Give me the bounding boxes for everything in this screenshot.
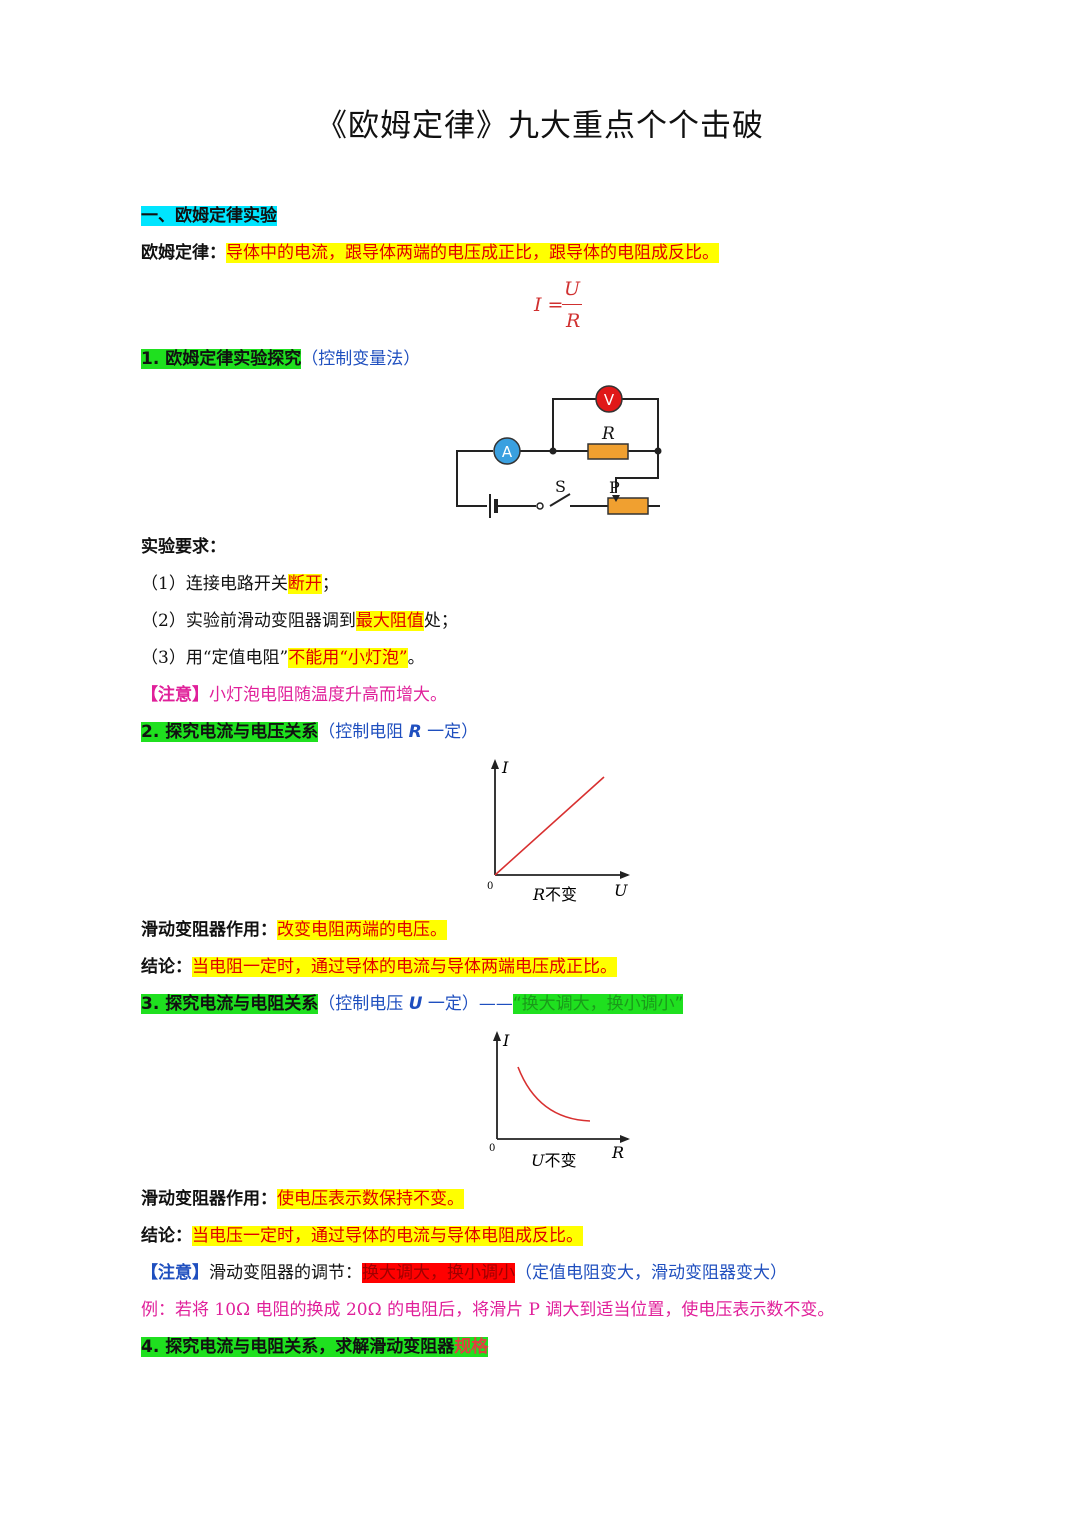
sub1-heading-row: 1. 欧姆定律实验探究（控制变量法）	[141, 346, 420, 372]
section1-heading-row: 一、欧姆定律实验	[141, 203, 277, 229]
req2-highlight: 最大阻值	[355, 611, 424, 631]
sub3-conclusion-row: 结论：当电压一定时，通过导体的电流与导体电阻成反比。	[141, 1223, 583, 1249]
sub2-cond-pre: （控制电阻	[318, 722, 409, 742]
sub1-method: （控制变量法）	[301, 349, 421, 369]
sub1-heading: 1. 欧姆定律实验探究	[141, 349, 302, 369]
switch-label: S	[555, 477, 566, 496]
switch-contact-left	[536, 502, 544, 510]
sub4-heading-highlight: 规格	[454, 1337, 489, 1357]
sub1-note-text: 小灯泡电阻随温度升高而增大。	[209, 685, 447, 705]
sub4-heading-main: 4. 探究电流与电阻关系，求解滑动变阻器	[141, 1337, 455, 1357]
sub2-cond-post: 一定）	[421, 722, 479, 742]
sub3-note-highlight: 换大调大，换小调小	[362, 1263, 515, 1283]
sub3-note-explain: （定值电阻变大，滑动变阻器变大）	[515, 1263, 787, 1283]
y-axis-label: I	[502, 1031, 510, 1050]
req1-row: （1）连接电路开关断开；	[141, 571, 339, 597]
req2-text: （2）实验前滑动变阻器调到	[141, 611, 356, 631]
y-axis-arrow	[493, 1031, 501, 1041]
slider-label: P	[609, 478, 620, 497]
sub2-role-row: 滑动变阻器作用：改变电阻两端的电压。	[141, 917, 447, 943]
ammeter	[493, 437, 521, 465]
sub3-example: 例：若将 10Ω 电阻的换成 20Ω 的电阻后，将滑片 P 调大到适当位置，使电…	[141, 1300, 835, 1320]
req2-row: （2）实验前滑动变阻器调到最大阻值处；	[141, 608, 458, 634]
req2-end: 处；	[423, 611, 458, 631]
sub3-cond-var: U	[408, 994, 423, 1014]
y-axis-label: I	[501, 758, 509, 777]
sub3-role-row: 滑动变阻器作用：使电压表示数保持不变。	[141, 1186, 464, 1212]
x-axis-arrow	[620, 1135, 630, 1143]
sub3-conclusion-label: 结论：	[141, 1226, 192, 1246]
circuit-diagram: V A R S P	[456, 385, 662, 518]
x-axis-label: U	[614, 881, 628, 900]
x-axis-arrow	[620, 871, 630, 879]
resistor-r	[587, 443, 629, 460]
sub4-heading: 4. 探究电流与电阻关系，求解滑动变阻器规格	[141, 1337, 489, 1357]
graph-i-r: I R 0 U不变	[489, 1031, 630, 1170]
sub1-note-row: 【注意】小灯泡电阻随温度升高而增大。	[141, 682, 447, 708]
sub3-slogan: “换大调大，换小调小”	[512, 994, 684, 1014]
voltmeter-label: V	[604, 391, 615, 409]
junction-right	[654, 447, 662, 455]
origin-label: 0	[487, 881, 493, 892]
req1-highlight: 断开	[287, 574, 322, 594]
sub3-role-label: 滑动变阻器作用：	[141, 1189, 277, 1209]
sub2-role-label: 滑动变阻器作用：	[141, 920, 277, 940]
ohm-law-row: 欧姆定律：导体中的电流，跟导体两端的电压成正比，跟导体的电阻成反比。	[141, 240, 719, 266]
formula-denominator: R	[566, 310, 581, 332]
y-axis-arrow	[491, 759, 499, 769]
graph-note: U不变	[531, 1151, 577, 1170]
sub2-conclusion-label: 结论：	[141, 957, 192, 977]
sub3-note-label: 【注意】	[141, 1263, 209, 1283]
sub2-conclusion-text: 当电阻一定时，通过导体的电流与导体两端电压成正比。	[192, 957, 617, 977]
ohm-law-text: 导体中的电流，跟导体两端的电压成正比，跟导体的电阻成反比。	[226, 243, 719, 263]
req3-row: （3）用“定值电阻”不能用“小灯泡”。	[141, 645, 425, 671]
slider-arrow	[612, 495, 620, 502]
sub2-conclusion-row: 结论：当电阻一定时，通过导体的电流与导体两端电压成正比。	[141, 954, 617, 980]
req3-highlight: 不能用“小灯泡”	[288, 648, 408, 668]
sub3-cond-post: 一定）——	[422, 994, 513, 1014]
sub3-note-row: 【注意】滑动变阻器的调节：换大调大，换小调小（定值电阻变大，滑动变阻器变大）	[141, 1260, 787, 1286]
graph-note: R不变	[532, 885, 577, 904]
formula-numerator: U	[564, 278, 581, 300]
x-axis-label: R	[611, 1143, 624, 1162]
sub1-note-label: 【注意】	[141, 685, 209, 705]
ohm-law-label: 欧姆定律：	[141, 243, 226, 263]
sub2-cond-var: R	[408, 722, 422, 742]
sub3-role-text: 使电压表示数保持不变。	[277, 1189, 464, 1209]
ammeter-label: A	[502, 443, 513, 461]
formula-lhs: I =	[534, 294, 564, 316]
req1-text: （1）连接电路开关	[141, 574, 288, 594]
section1-heading: 一、欧姆定律实验	[141, 206, 277, 226]
req-label: 实验要求：	[141, 537, 226, 557]
page-title: 《欧姆定律》九大重点个个击破	[316, 108, 764, 144]
graph-i-u: I U 0 R不变	[487, 758, 630, 904]
origin-label: 0	[489, 1143, 495, 1154]
sub2-heading-row: 2. 探究电流与电压关系（控制电阻 R 一定）	[141, 719, 478, 745]
sub3-conclusion-text: 当电压一定时，通过导体的电流与导体电阻成反比。	[192, 1226, 583, 1246]
linear-curve	[494, 776, 605, 876]
sub3-note-text: 滑动变阻器的调节：	[209, 1263, 362, 1283]
junction-left	[549, 447, 557, 455]
sub3-heading-row: 3. 探究电流与电阻关系（控制电压 U 一定）——“换大调大，换小调小”	[141, 991, 684, 1017]
rheostat	[607, 497, 649, 515]
sub3-cond-pre: （控制电压	[318, 994, 409, 1014]
req3-text: （3）用“定值电阻”	[141, 648, 289, 668]
sub2-role-text: 改变电阻两端的电压。	[277, 920, 447, 940]
sub2-heading: 2. 探究电流与电压关系	[141, 722, 319, 742]
sub3-heading: 3. 探究电流与电阻关系	[141, 994, 319, 1014]
formula-fraction-bar	[562, 304, 582, 305]
req3-end: 。	[407, 648, 425, 668]
req1-end: ；	[321, 574, 339, 594]
inverse-curve	[517, 1066, 591, 1122]
sub4-heading-row: 4. 探究电流与电阻关系，求解滑动变阻器规格	[141, 1334, 489, 1360]
resistor-label: R	[601, 424, 615, 444]
voltmeter	[595, 385, 623, 413]
